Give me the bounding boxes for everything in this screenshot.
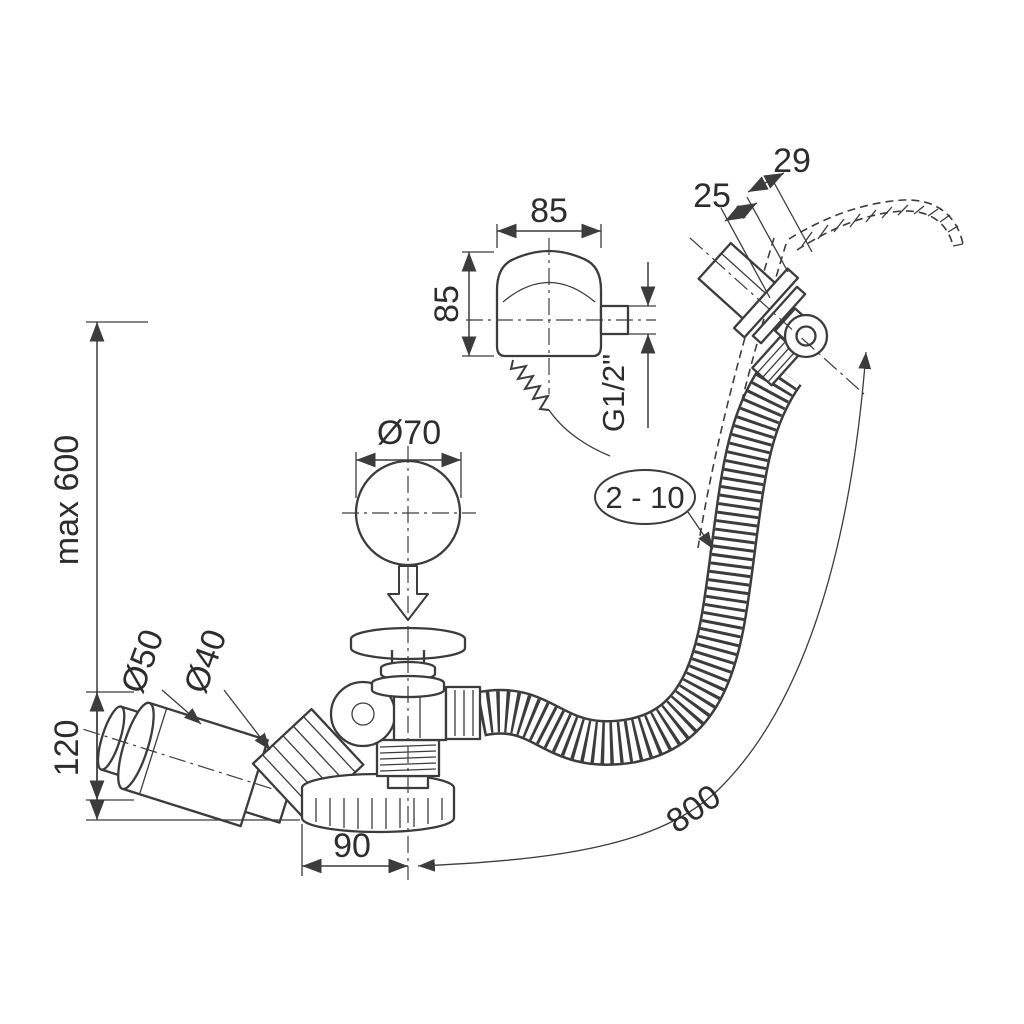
down-arrow-icon [387, 565, 429, 621]
overflow-knob-hub [795, 325, 817, 347]
bathtub-rim [788, 199, 964, 251]
wall-thickness-callout: 2 - 10 [594, 469, 714, 550]
dim-width-85: 85 [496, 192, 602, 248]
wall-range-label: 2 - 10 [605, 480, 684, 515]
overflow-plate-outer [732, 267, 800, 339]
outlet-centerline [83, 728, 323, 806]
dim-height-85: 85 [428, 251, 494, 357]
dim-25-label: 25 [693, 177, 731, 215]
dim-width-85-label: 85 [530, 192, 568, 230]
hose-nut [444, 685, 482, 741]
cable-spring [509, 359, 551, 411]
max-height-label: max 600 [48, 435, 86, 565]
dim-120: 120 [48, 691, 134, 801]
thread-label: G1/2" [596, 354, 631, 432]
dia-50-label: Ø50 [114, 625, 172, 698]
dim-120-label: 120 [48, 720, 86, 777]
hose-length-label: 800 [660, 777, 728, 841]
control-knob [466, 238, 656, 457]
dim-90: 90 [301, 824, 408, 876]
dim-dia-70: Ø70 [355, 414, 462, 498]
dia-70-label: Ø70 [377, 414, 441, 452]
side-outlet-pipe [83, 701, 323, 828]
dim-height-85-label: 85 [428, 285, 466, 323]
rim-hatch-lines [801, 204, 959, 247]
dim-29-label: 29 [773, 142, 811, 180]
dim-29: 29 [746, 142, 813, 273]
dim-thread-g12: G1/2" [596, 262, 656, 432]
corrugated-hose [475, 358, 802, 766]
hose-length-arc: 800 [417, 351, 872, 872]
drain-body [300, 626, 482, 834]
dim-25: 25 [693, 177, 771, 299]
overflow-axis-centerline [689, 237, 865, 395]
bowden-cable [548, 409, 611, 457]
dim-90-label: 90 [333, 827, 371, 865]
overflow-assembly [689, 237, 865, 395]
overflow-plate-inner [751, 285, 807, 345]
dia-40-label: Ø40 [177, 625, 235, 698]
